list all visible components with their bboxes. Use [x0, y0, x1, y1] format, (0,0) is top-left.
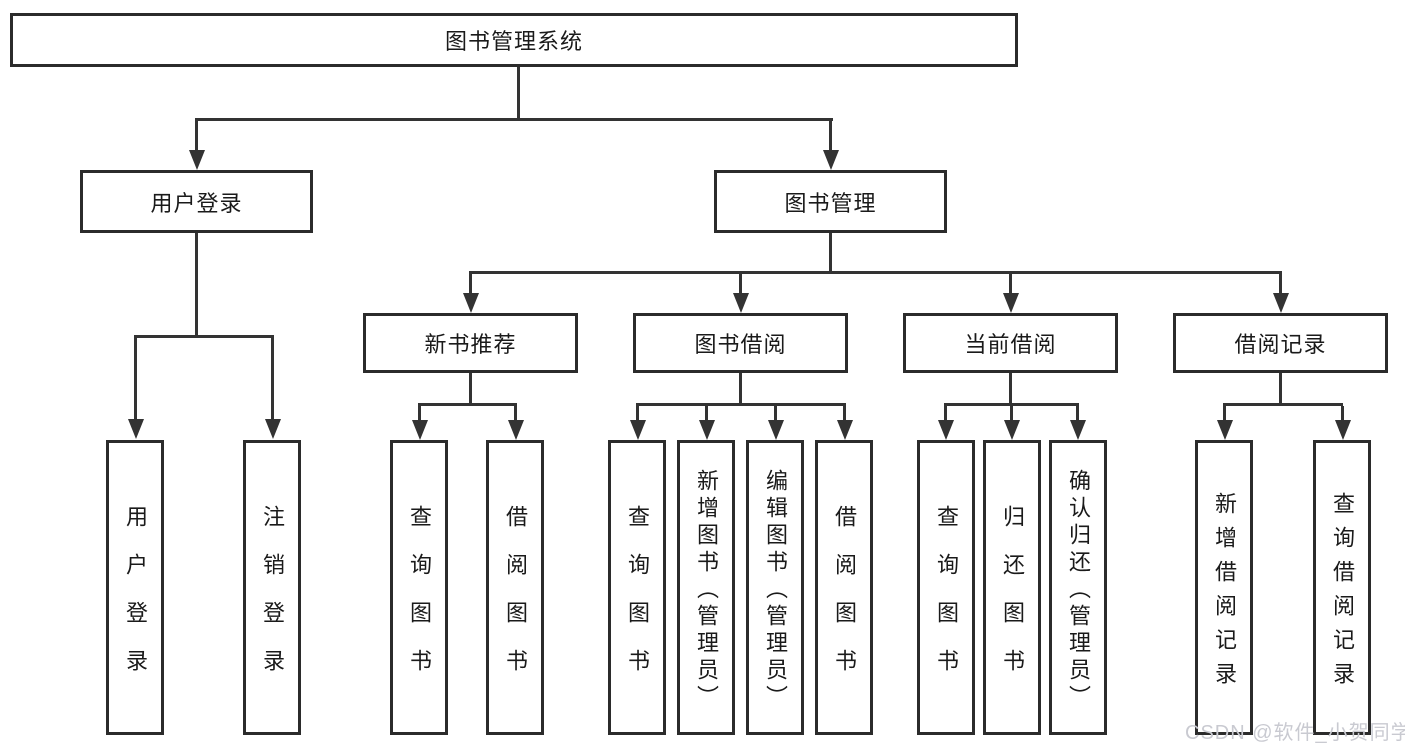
leaf-add-book-admin-label: 新增图书（管理员）: [694, 468, 719, 712]
arrow-bb-leaf1: [630, 420, 646, 440]
connector-bb-stem4: [843, 406, 846, 420]
arrow-to-new-book: [463, 293, 479, 313]
connector-mgmt-bar: [469, 271, 1282, 274]
connector-br-bar: [1223, 403, 1343, 406]
connector-root-trunk: [517, 67, 520, 120]
leaf-confirm-return-admin-label: 确认归还（管理员）: [1066, 468, 1091, 712]
leaf-query-books-2-label: 查询图书: [625, 504, 650, 697]
leaf-query-books-3-label: 查询图书: [934, 504, 959, 697]
csdn-watermark: CSDN @软件_小贺同学: [1185, 722, 1405, 744]
node-borrowing-records: 借阅记录: [1173, 313, 1388, 373]
connector-br-trunk: [1279, 373, 1282, 405]
leaf-borrow-books-1-label: 借阅图书: [503, 504, 528, 697]
leaf-query-books-3: 查询图书: [917, 440, 975, 735]
connector-root-bar: [195, 118, 833, 121]
connector-cb-trunk: [1009, 373, 1012, 405]
connector-bb-stem1: [636, 406, 639, 420]
arrow-cb-leaf3: [1070, 420, 1086, 440]
node-book-management-label: 图书管理: [784, 190, 877, 216]
connector-stem-borrow-record: [1279, 274, 1282, 294]
connector-nb-stem1: [418, 406, 421, 420]
arrow-bb-leaf2: [699, 420, 715, 440]
connector-cb-bar: [944, 403, 1079, 406]
leaf-borrow-books-1: 借阅图书: [486, 440, 544, 735]
connector-stem-new-book: [469, 274, 472, 294]
leaf-return-book-label: 归还图书: [1000, 504, 1025, 697]
leaf-query-borrow-record-label: 查询借阅记录: [1330, 491, 1355, 696]
leaf-borrow-books-2-label: 借阅图书: [832, 504, 857, 697]
node-new-book-recommend: 新书推荐: [363, 313, 578, 373]
leaf-return-book: 归还图书: [983, 440, 1041, 735]
leaf-edit-book-admin: 编辑图书（管理员）: [746, 440, 804, 735]
leaf-logout-label: 注销登录: [260, 504, 285, 697]
arrow-br-leaf2: [1335, 420, 1351, 440]
arrow-to-current-borrow: [1003, 293, 1019, 313]
node-book-borrowing-label: 图书借阅: [694, 332, 787, 357]
connector-br-stem1: [1223, 406, 1226, 420]
connector-cb-stem2: [1010, 406, 1013, 420]
connector-cb-stem1: [944, 406, 947, 420]
node-user-login-label: 用户登录: [150, 190, 243, 216]
arrow-to-leaf-login: [128, 419, 144, 439]
node-book-management: 图书管理: [714, 170, 947, 233]
connector-stem-current-borrow: [1009, 274, 1012, 294]
connector-mgmt-trunk: [829, 233, 832, 273]
arrow-to-leaf-logout: [265, 419, 281, 439]
node-book-borrowing: 图书借阅: [633, 313, 848, 373]
connector-user-trunk: [195, 233, 198, 337]
leaf-edit-book-admin-label: 编辑图书（管理员）: [763, 468, 788, 712]
leaf-query-books-1: 查询图书: [390, 440, 448, 735]
leaf-add-borrow-record: 新增借阅记录: [1195, 440, 1253, 735]
leaf-confirm-return-admin: 确认归还（管理员）: [1049, 440, 1107, 735]
arrow-to-book-borrow: [733, 293, 749, 313]
connector-stem-leaf-logout: [271, 338, 274, 419]
leaf-logout: 注销登录: [243, 440, 301, 735]
arrow-nb-leaf1: [412, 420, 428, 440]
connector-nb-bar: [418, 403, 517, 406]
connector-stem-leaf-login: [134, 338, 137, 419]
connector-stem-book-borrow: [739, 274, 742, 294]
node-user-login: 用户登录: [80, 170, 313, 233]
node-current-borrowing-label: 当前借阅: [964, 332, 1057, 357]
arrow-br-leaf1: [1217, 420, 1233, 440]
connector-user-bar: [134, 335, 274, 338]
node-borrowing-records-label: 借阅记录: [1234, 332, 1327, 357]
arrow-nb-leaf2: [508, 420, 524, 440]
connector-stem-user-login: [195, 120, 198, 152]
connector-br-stem2: [1341, 406, 1344, 420]
node-root-label: 图书管理系统: [444, 29, 583, 54]
connector-bb-stem2: [705, 406, 708, 420]
connector-stem-book-mgmt: [829, 120, 832, 152]
arrow-to-book-mgmt: [823, 150, 839, 170]
leaf-user-login: 用户登录: [106, 440, 164, 735]
leaf-query-books-1-label: 查询图书: [407, 504, 432, 697]
arrow-bb-leaf4: [837, 420, 853, 440]
leaf-query-books-2: 查询图书: [608, 440, 666, 735]
connector-cb-stem3: [1076, 406, 1079, 420]
connector-bb-stem3: [774, 406, 777, 420]
arrow-cb-leaf2: [1004, 420, 1020, 440]
connector-bb-bar: [636, 403, 846, 406]
arrow-cb-leaf1: [938, 420, 954, 440]
leaf-add-borrow-record-label: 新增借阅记录: [1212, 491, 1237, 696]
arrow-to-user-login: [189, 150, 205, 170]
leaf-query-borrow-record: 查询借阅记录: [1313, 440, 1371, 735]
leaf-borrow-books-2: 借阅图书: [815, 440, 873, 735]
arrow-bb-leaf3: [768, 420, 784, 440]
leaf-user-login-label: 用户登录: [123, 504, 148, 697]
connector-nb-trunk: [469, 373, 472, 405]
arrow-to-borrow-record: [1273, 293, 1289, 313]
leaf-add-book-admin: 新增图书（管理员）: [677, 440, 735, 735]
connector-nb-stem2: [514, 406, 517, 420]
node-current-borrowing: 当前借阅: [903, 313, 1118, 373]
node-root: 图书管理系统: [10, 13, 1018, 67]
node-new-book-recommend-label: 新书推荐: [424, 332, 517, 357]
connector-bb-trunk: [739, 373, 742, 405]
